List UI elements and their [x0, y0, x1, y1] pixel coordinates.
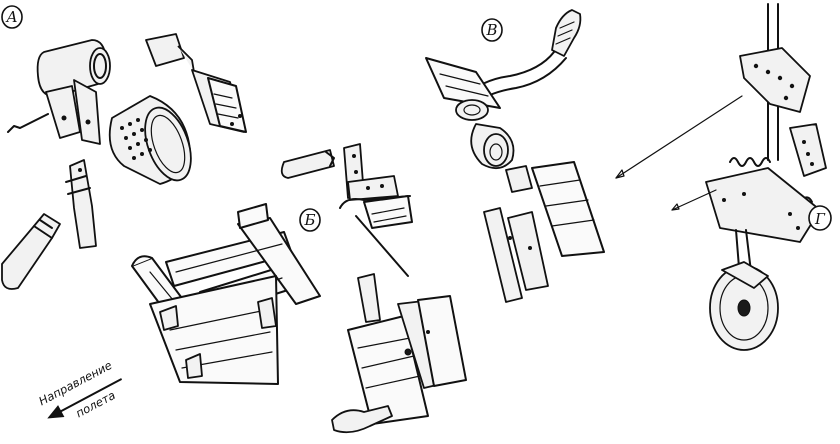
direction-arrow-icon [47, 378, 122, 419]
panel-b-wooden-frame [131, 143, 467, 434]
label-b: Б [299, 208, 321, 232]
panel-g-tail-wheel [615, 3, 827, 351]
label-a-text: А [5, 8, 17, 26]
label-v: В [481, 18, 503, 42]
label-g-text: Г [814, 210, 826, 228]
label-a: А [1, 5, 23, 29]
flight-direction-indicator: Направление полета [36, 358, 122, 420]
label-v-text: В [485, 21, 497, 39]
panel-v-control-stick [425, 9, 605, 303]
panel-a-tube-joint [1, 33, 247, 290]
label-b-text: Б [303, 211, 315, 229]
label-g: Г [808, 205, 832, 231]
